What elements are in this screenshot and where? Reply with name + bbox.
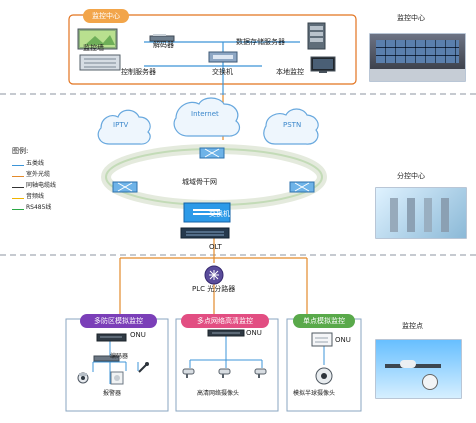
- onu-middle-label: ONU: [246, 329, 262, 337]
- olt-icon: [180, 227, 230, 239]
- monitoring-center-photo: [369, 33, 466, 82]
- sub-control-center-label: 分控中心: [397, 172, 425, 180]
- router-left-icon: [112, 181, 138, 193]
- legend-line-4: [12, 198, 24, 199]
- hd-camera-2-icon: [218, 368, 231, 378]
- onu-left-label: ONU: [130, 331, 146, 339]
- dome-camera-icon: [315, 367, 333, 385]
- storage-server-label: 数据存储服务器: [236, 38, 285, 46]
- hd-camera-1-icon: [182, 368, 195, 378]
- monitoring-point-photo: [375, 339, 462, 399]
- monitoring-center-box: [68, 14, 357, 85]
- onu-right-label: ONU: [335, 336, 351, 344]
- plc-splitter-label: PLC 光分路器: [192, 285, 236, 293]
- monitor-wall-icon: [77, 28, 118, 50]
- router-right-icon: [289, 181, 315, 193]
- camera-left-icon: [77, 372, 89, 384]
- legend-item-5: RS485线: [12, 205, 92, 215]
- internet-label: Internet: [191, 110, 219, 118]
- hd-camera-3-icon: [254, 368, 267, 378]
- sub-control-center-photo: [375, 187, 467, 239]
- top-switch-label: 交换机: [212, 68, 233, 76]
- hd-camera-label: 高清网络摄像头: [197, 390, 240, 397]
- iptv-cloud-icon: [97, 109, 151, 145]
- backbone-switch-label: 交换机: [209, 210, 230, 218]
- backbone-switch-icon: [183, 202, 231, 223]
- onu-middle-icon: [207, 329, 245, 337]
- monitoring-center-right-label: 监控中心: [397, 14, 425, 22]
- encoder-icon: [93, 355, 120, 362]
- storage-server-icon: [307, 22, 326, 50]
- group-title-1: 多防区模拟监控: [80, 314, 157, 328]
- plc-splitter-icon: [204, 265, 224, 285]
- legend-item-1: 五类线: [12, 161, 92, 171]
- backbone-label: 城域骨干网: [182, 178, 217, 186]
- pstn-cloud-icon: [263, 108, 319, 145]
- monitoring-center-badge: 监控中心: [83, 9, 129, 23]
- legend-line-1: [12, 165, 24, 166]
- legend-title: 图例:: [12, 147, 29, 155]
- legend-item-4: 音频线: [12, 194, 92, 204]
- legend-line-2: [12, 176, 24, 177]
- monitor-wall-label: 监控墙: [83, 44, 104, 52]
- legend-label-4: 音频线: [26, 193, 45, 200]
- top-switch-icon: [208, 51, 238, 63]
- encoder-label: 编码器: [110, 353, 129, 360]
- legend-item-3: 同轴电缆线: [12, 183, 92, 193]
- decoder-icon: [149, 34, 175, 42]
- onu-right-icon: [311, 332, 333, 347]
- control-server-icon: [79, 54, 121, 71]
- group-title-2: 多点网络高清监控: [181, 314, 269, 328]
- onu-left-icon: [96, 333, 127, 342]
- microphone-icon: [138, 362, 149, 373]
- legend-line-5: [12, 209, 24, 210]
- local-monitor-label: 本地监控: [276, 68, 304, 76]
- control-server-label: 控制服务器: [121, 68, 156, 76]
- legend-label-2: 室外光缆: [26, 171, 51, 178]
- monitoring-point-label: 监控点: [402, 322, 423, 330]
- group-title-3: 单点模拟监控: [293, 314, 355, 328]
- decoder-label: 解码器: [153, 41, 174, 49]
- router-top-icon: [199, 147, 225, 159]
- alarm-label: 报警器: [103, 390, 122, 397]
- legend-item-2: 室外光缆: [12, 172, 92, 182]
- local-monitor-icon: [310, 56, 336, 73]
- alarm-icon: [110, 371, 124, 385]
- legend-label-3: 同轴电缆线: [26, 182, 57, 189]
- legend-label-5: RS485线: [26, 204, 52, 211]
- internet-cloud-icon: [173, 97, 241, 137]
- dome-camera-label: 模拟半球摄像头: [293, 390, 336, 397]
- iptv-label: IPTV: [113, 121, 129, 129]
- olt-label: OLT: [209, 243, 222, 251]
- legend-label-1: 五类线: [26, 160, 45, 167]
- legend-line-3: [12, 187, 24, 188]
- pstn-label: PSTN: [283, 121, 302, 129]
